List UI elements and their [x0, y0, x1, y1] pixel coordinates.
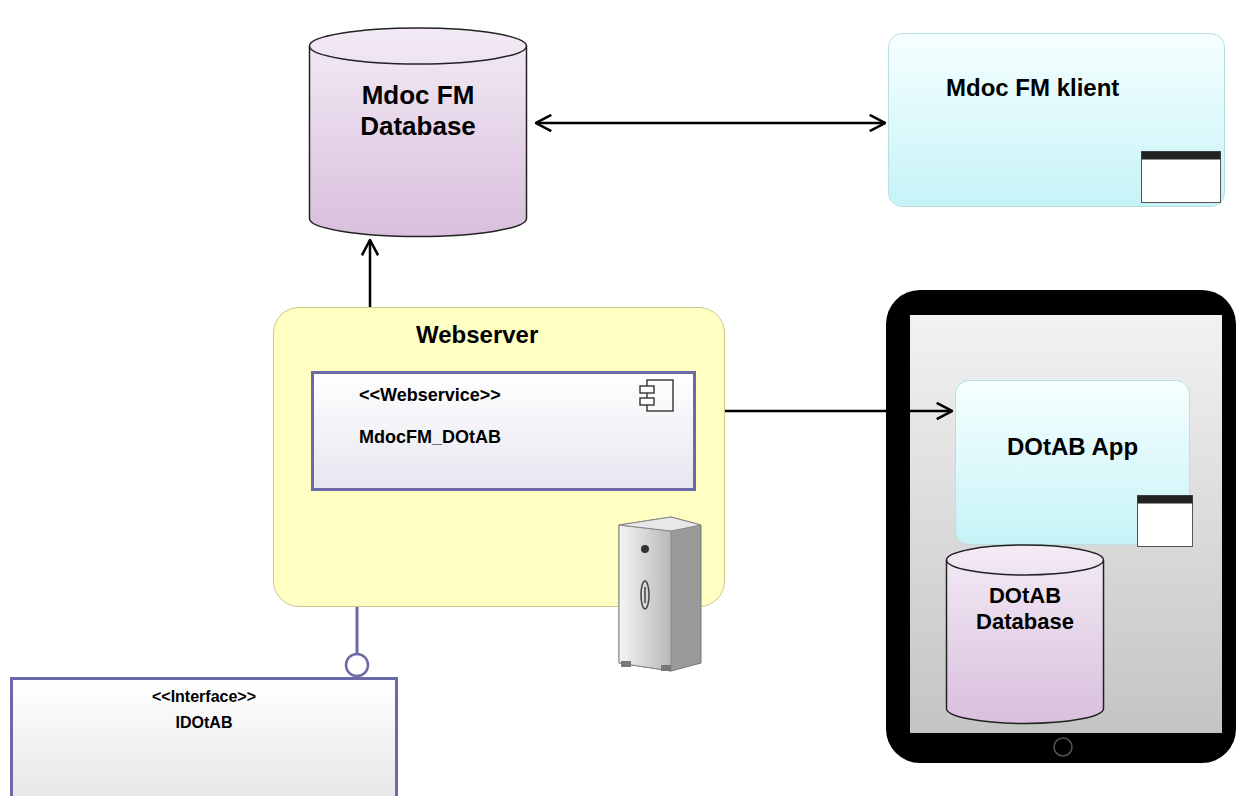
node-title: Mdoc FM Database — [328, 80, 508, 142]
component-icon — [637, 378, 677, 414]
interface-box: <<Interface>> IDOtAB — [10, 677, 398, 796]
node-subtitle: IDOtAB — [23, 713, 385, 732]
tablet-body — [886, 290, 1236, 763]
node-title: DOtAB Database — [960, 583, 1090, 636]
arrow-connector — [536, 122, 885, 125]
node-title: Webserver — [416, 321, 714, 350]
node-title: <<Webservice>> — [359, 385, 683, 407]
node-title: Mdoc FM klient — [946, 74, 1214, 103]
database-cylinder: DOtAB Database — [945, 545, 1105, 725]
database-cylinder: Mdoc FM Database — [308, 28, 528, 238]
server-illustration — [611, 515, 703, 673]
cylinder-rim — [310, 46, 527, 64]
app-box: DOtAB App — [955, 380, 1190, 545]
tablet-screen — [910, 315, 1222, 733]
arrow-connector — [704, 410, 952, 413]
webservice-component: <<Webservice>> MdocFM_DOtAB — [311, 371, 696, 491]
server-region: Webserver <<Webservice>> MdocFM_DOtAB — [273, 307, 725, 607]
node-title: <<Interface>> — [23, 687, 385, 706]
cylinder-body — [310, 28, 527, 237]
client-box: Mdoc FM klient — [888, 33, 1225, 207]
cylinder-rim — [947, 560, 1104, 575]
window-icon — [1141, 151, 1221, 203]
tablet-home-button — [1054, 738, 1072, 756]
cylinder-outline — [945, 545, 1105, 725]
node-title: DOtAB App — [966, 433, 1179, 462]
window-icon — [1137, 495, 1193, 547]
node-subtitle: MdocFM_DOtAB — [359, 427, 683, 449]
cylinder-body — [947, 545, 1104, 724]
interface-lollipop — [346, 654, 368, 676]
